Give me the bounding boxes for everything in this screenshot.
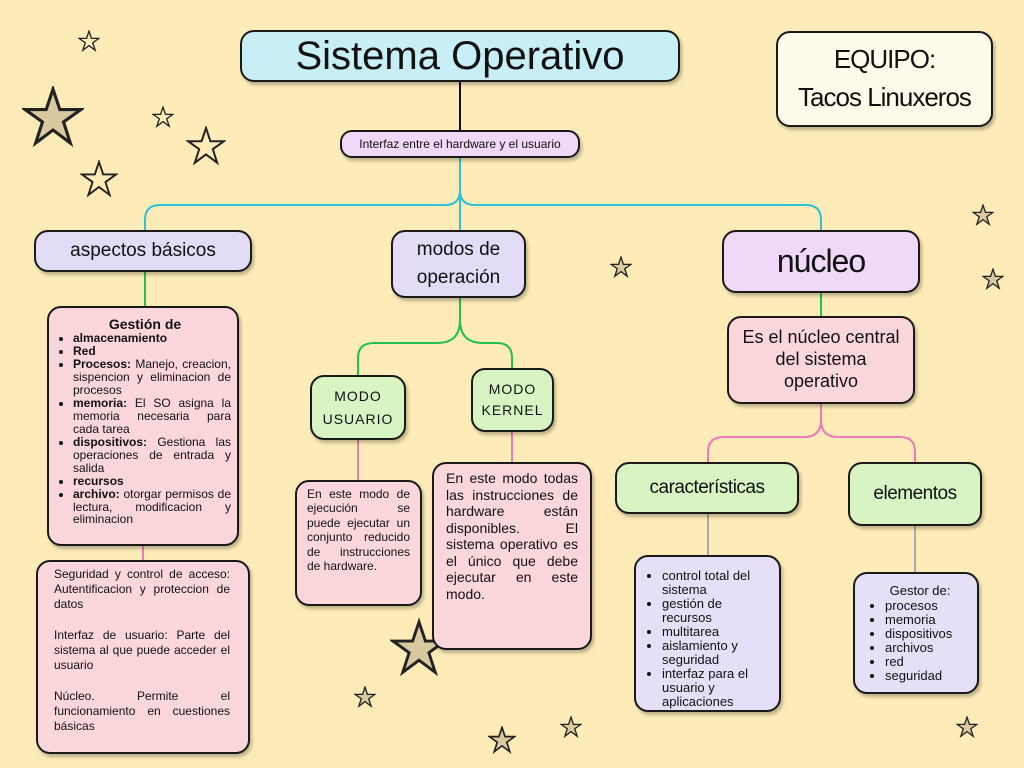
feature-item: multitarea bbox=[662, 625, 771, 639]
elements-list-box: Gestor de: procesos memoria dispositivos… bbox=[853, 572, 979, 694]
kernel-mode-text-box: En este modo todas las instrucciones de … bbox=[432, 462, 592, 650]
kernel-label: núcleo bbox=[776, 243, 866, 279]
kernel-description: Es el núcleo central del sistema operati… bbox=[742, 327, 900, 391]
details-paragraph: Interfaz de usuario: Parte del sistema a… bbox=[54, 628, 230, 672]
modes-label: modos de operación bbox=[416, 238, 501, 289]
elements-node: elementos bbox=[848, 462, 982, 526]
star-icon bbox=[186, 126, 226, 166]
feature-item: aislamiento y seguridad bbox=[662, 639, 771, 667]
management-item: Red bbox=[73, 345, 231, 358]
elements-heading: Gestor de: bbox=[889, 583, 951, 598]
element-item: red bbox=[885, 655, 969, 669]
modes-node: modos de operación bbox=[391, 230, 526, 298]
kernel-description-box: Es el núcleo central del sistema operati… bbox=[727, 316, 915, 404]
team-name: Tacos Linuxeros bbox=[798, 82, 972, 112]
management-box: Gestión de almacenamiento Red Procesos: … bbox=[47, 306, 239, 546]
basics-node: aspectos básicos bbox=[34, 230, 252, 272]
star-icon bbox=[560, 716, 582, 738]
kernel-node: núcleo bbox=[722, 230, 920, 293]
user-mode-label: MODO USUARIO bbox=[322, 388, 394, 427]
definition-text: Interfaz entre el hardware y el usuario bbox=[359, 137, 561, 151]
kernel-mode-text: En este modo todas las instrucciones de … bbox=[446, 470, 578, 602]
feature-item: control total del sistema bbox=[662, 568, 771, 597]
management-item: recursos bbox=[73, 474, 231, 488]
user-mode-text-box: En este modo de ejecución se puede ejecu… bbox=[295, 480, 422, 606]
star-icon bbox=[152, 106, 174, 128]
element-item: archivos bbox=[885, 641, 969, 655]
management-item: Procesos: Manejo, creacion, sispencion y… bbox=[73, 358, 231, 397]
feature-item: gestión de recursos bbox=[662, 597, 771, 625]
management-item: archivo: otorgar permisos de lectura, mo… bbox=[73, 487, 231, 527]
kernel-mode-node: MODO KERNEL bbox=[471, 368, 554, 432]
star-icon bbox=[354, 686, 376, 708]
team-box: EQUIPO: Tacos Linuxeros bbox=[776, 31, 993, 127]
features-node: características bbox=[615, 462, 799, 514]
feature-item: interfaz para el usuario y aplicaciones bbox=[662, 667, 771, 709]
features-list-box: control total del sistema gestión de rec… bbox=[634, 555, 781, 712]
star-icon bbox=[956, 716, 978, 738]
star-icon bbox=[972, 204, 994, 226]
basics-label: aspectos básicos bbox=[70, 240, 216, 261]
elements-label: elementos bbox=[873, 483, 957, 504]
basics-details-box: Seguridad y control de acceso: Autentifi… bbox=[36, 560, 250, 754]
star-icon bbox=[982, 268, 1004, 290]
management-item: almacenamiento bbox=[73, 332, 231, 345]
title-node: Sistema Operativo bbox=[240, 30, 680, 82]
star-icon bbox=[488, 726, 516, 754]
features-label: características bbox=[649, 477, 765, 498]
element-item: dispositivos bbox=[885, 627, 969, 641]
star-icon bbox=[80, 160, 118, 198]
star-icon bbox=[22, 86, 84, 148]
definition-node: Interfaz entre el hardware y el usuario bbox=[340, 130, 580, 158]
management-heading: Gestión de bbox=[108, 316, 182, 332]
element-item: procesos bbox=[885, 598, 969, 613]
details-paragraph: Núcleo. Permite el funcionamiento en cue… bbox=[54, 689, 230, 733]
team-label: EQUIPO: bbox=[833, 44, 936, 75]
kernel-mode-label: MODO KERNEL bbox=[481, 381, 544, 418]
user-mode-text: En este modo de ejecución se puede ejecu… bbox=[307, 487, 410, 573]
element-item: memoria bbox=[885, 613, 969, 627]
element-item: seguridad bbox=[885, 669, 969, 683]
page-title: Sistema Operativo bbox=[295, 33, 625, 78]
details-paragraph: Seguridad y control de acceso: Autentifi… bbox=[54, 567, 230, 611]
management-item: dispositivos: Gestiona las operaciones d… bbox=[73, 435, 231, 475]
management-item: memoria: El SO asigna la memoria necesar… bbox=[73, 396, 231, 436]
star-icon bbox=[610, 256, 632, 278]
user-mode-node: MODO USUARIO bbox=[310, 375, 406, 440]
star-icon bbox=[78, 30, 100, 52]
